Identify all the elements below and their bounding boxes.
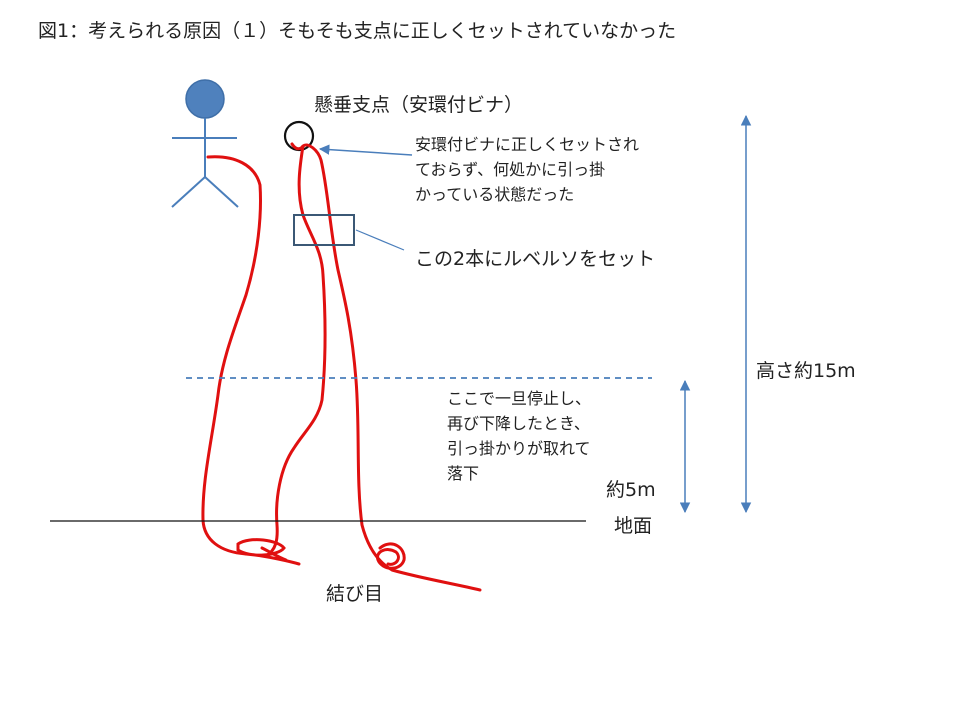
person-figure	[171, 79, 239, 208]
person-head	[185, 79, 225, 119]
rope-knot-right	[376, 542, 406, 570]
height-total-label: 高さ約15m	[756, 360, 856, 382]
diagram-title: 図1：考えられる原因（１）そもそも支点に正しくセットされていなかった	[38, 20, 677, 42]
ground-label: 地面	[614, 515, 653, 537]
person-left-leg	[171, 176, 206, 208]
rope-strand-right	[301, 143, 482, 592]
rope-strand-person	[201, 155, 262, 556]
rebelso-leader-line	[355, 229, 405, 251]
anchor-pointer-arrow	[318, 144, 413, 156]
rebelso-box	[293, 214, 355, 246]
stop-fall-note: ここで一旦停止し、 再び下降したとき、 引っ掛かりが取れて 落下	[447, 389, 592, 483]
rebelso-note: この2本にルベルソをセット	[415, 248, 656, 270]
knot-label: 結び目	[326, 583, 384, 605]
rope-knot-left	[236, 538, 301, 566]
height-5m-label: 約5m	[606, 479, 656, 501]
rope-strand-middle	[264, 142, 327, 558]
not-set-note: 安環付ビナに正しくセットされ ておらず、何処かに引っ掛 かっている状態だった	[415, 135, 640, 204]
anchor-label: 懸垂支点（安環付ビナ）	[314, 94, 524, 116]
person-right-leg	[204, 176, 239, 208]
